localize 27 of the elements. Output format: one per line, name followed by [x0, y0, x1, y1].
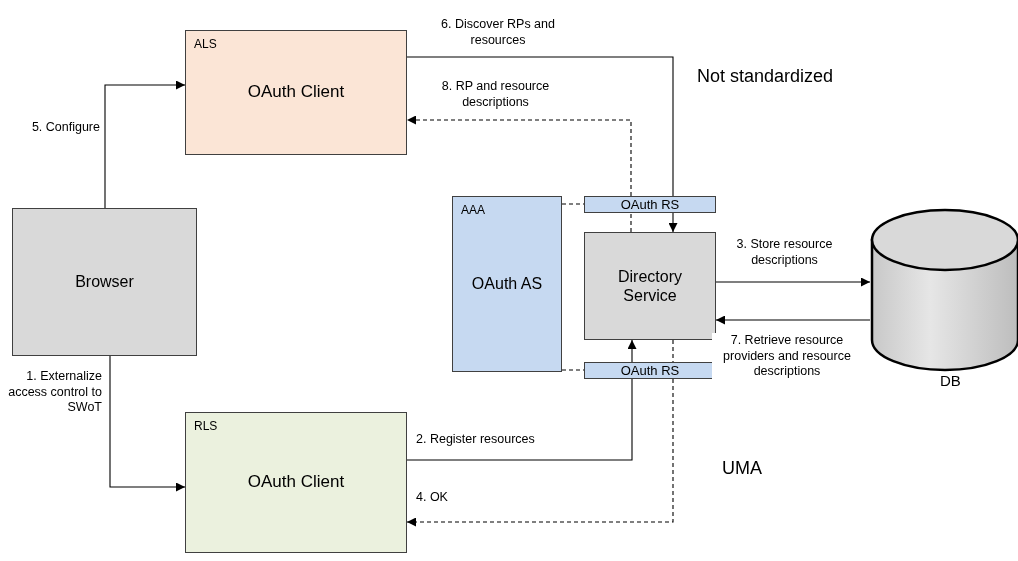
- box-title: OAuth Client: [246, 82, 346, 103]
- box-title: OAuth RS: [619, 196, 681, 213]
- box-title: OAuth Client: [246, 472, 346, 493]
- connector-arrow: [715, 315, 871, 325]
- section-label: UMA: [722, 458, 762, 479]
- connector-arrow: [104, 80, 186, 209]
- connector-arrow: [406, 378, 674, 527]
- process-box: [584, 232, 716, 340]
- box-title: OAuth RS: [619, 362, 681, 379]
- connector-arrow: [406, 115, 632, 197]
- component-name: AAA: [461, 203, 485, 217]
- component-box: [185, 30, 407, 155]
- process-box: [12, 208, 197, 356]
- section-label: Not standardized: [697, 66, 834, 87]
- component-box: [185, 412, 407, 553]
- component-box: [452, 196, 562, 372]
- cylinder-caption: DB: [940, 372, 961, 389]
- box-title: Browser: [74, 272, 135, 292]
- connector-arrow: [715, 277, 871, 287]
- interface-bar: [584, 196, 716, 213]
- connector-arrow: [627, 339, 637, 363]
- box-title: Directory Service: [617, 266, 683, 306]
- component-name: ALS: [194, 37, 217, 51]
- component-name: RLS: [194, 419, 218, 433]
- connector-arrow: [109, 355, 186, 492]
- box-title: OAuth AS: [470, 274, 544, 294]
- connector-arrow: [668, 212, 678, 233]
